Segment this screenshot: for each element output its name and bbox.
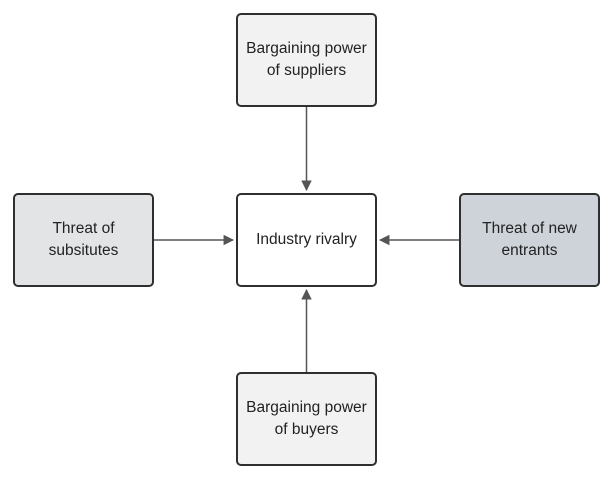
node-label-substitutes: Threat of subsitutes — [48, 220, 119, 259]
node-threat-of-substitutes: Threat of subsitutes — [13, 193, 154, 287]
node-label-buyers: Bargaining power of buyers — [246, 399, 367, 438]
node-label-suppliers: Bargaining power of suppliers — [246, 40, 367, 79]
node-bargaining-power-buyers: Bargaining power of buyers — [236, 372, 377, 466]
node-label-rivalry: Industry rivalry — [256, 231, 357, 248]
node-industry-rivalry: Industry rivalry — [236, 193, 377, 287]
node-label-entrants: Threat of new entrants — [482, 220, 577, 259]
node-threat-of-new-entrants: Threat of new entrants — [459, 193, 600, 287]
node-bargaining-power-suppliers: Bargaining power of suppliers — [236, 13, 377, 107]
